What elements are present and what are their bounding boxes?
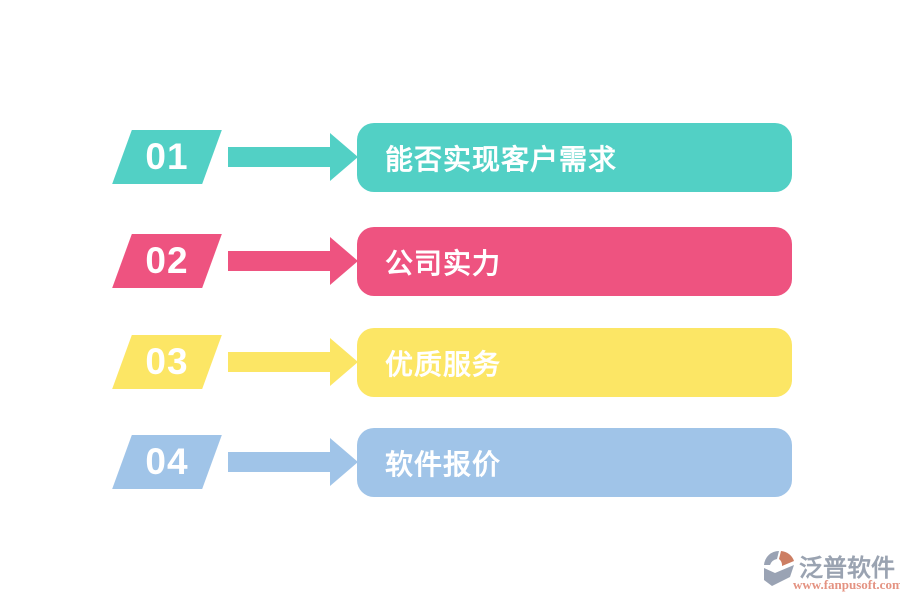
step-row-2: 02 公司实力 <box>0 227 900 296</box>
step-row-1: 01 能否实现客户需求 <box>0 123 900 192</box>
step-number: 02 <box>145 240 189 281</box>
step-number-badge: 02 <box>112 234 222 288</box>
arrow-shaft-icon <box>228 147 332 167</box>
step-label: 软件报价 <box>385 448 502 480</box>
logo-ribbon <box>764 565 794 586</box>
step-row-4: 04 软件报价 <box>0 428 900 497</box>
step-label-bar: 公司实力 <box>357 227 792 296</box>
arrow-head-icon <box>330 338 358 386</box>
fanpu-logo-icon <box>764 550 794 586</box>
step-number-badge: 01 <box>112 130 222 184</box>
arrow-head-icon <box>330 133 358 181</box>
watermark: 泛普软件 www.fanpusoft.com <box>762 548 900 596</box>
watermark-url: www.fanpusoft.com <box>793 577 900 592</box>
arrow-shaft-icon <box>228 352 332 372</box>
step-number: 04 <box>145 441 189 482</box>
arrow-head-icon <box>330 438 358 486</box>
arrow-shaft-icon <box>228 452 332 472</box>
step-number-badge: 03 <box>112 335 222 389</box>
step-label: 优质服务 <box>385 348 502 380</box>
step-row-3: 03 优质服务 <box>0 328 900 397</box>
arrow-head-icon <box>330 237 358 285</box>
step-number: 01 <box>145 136 189 177</box>
step-label: 能否实现客户需求 <box>385 143 618 175</box>
watermark-brand: 泛普软件 <box>799 555 895 582</box>
step-label-bar: 软件报价 <box>357 428 792 497</box>
logo-crescent <box>779 551 794 566</box>
step-number-badge: 04 <box>112 435 222 489</box>
step-number: 03 <box>145 341 189 382</box>
step-label-bar: 能否实现客户需求 <box>357 123 792 192</box>
arrow-shaft-icon <box>228 251 332 271</box>
step-label: 公司实力 <box>385 247 502 279</box>
step-label-bar: 优质服务 <box>357 328 792 397</box>
logo-arc <box>764 550 779 565</box>
